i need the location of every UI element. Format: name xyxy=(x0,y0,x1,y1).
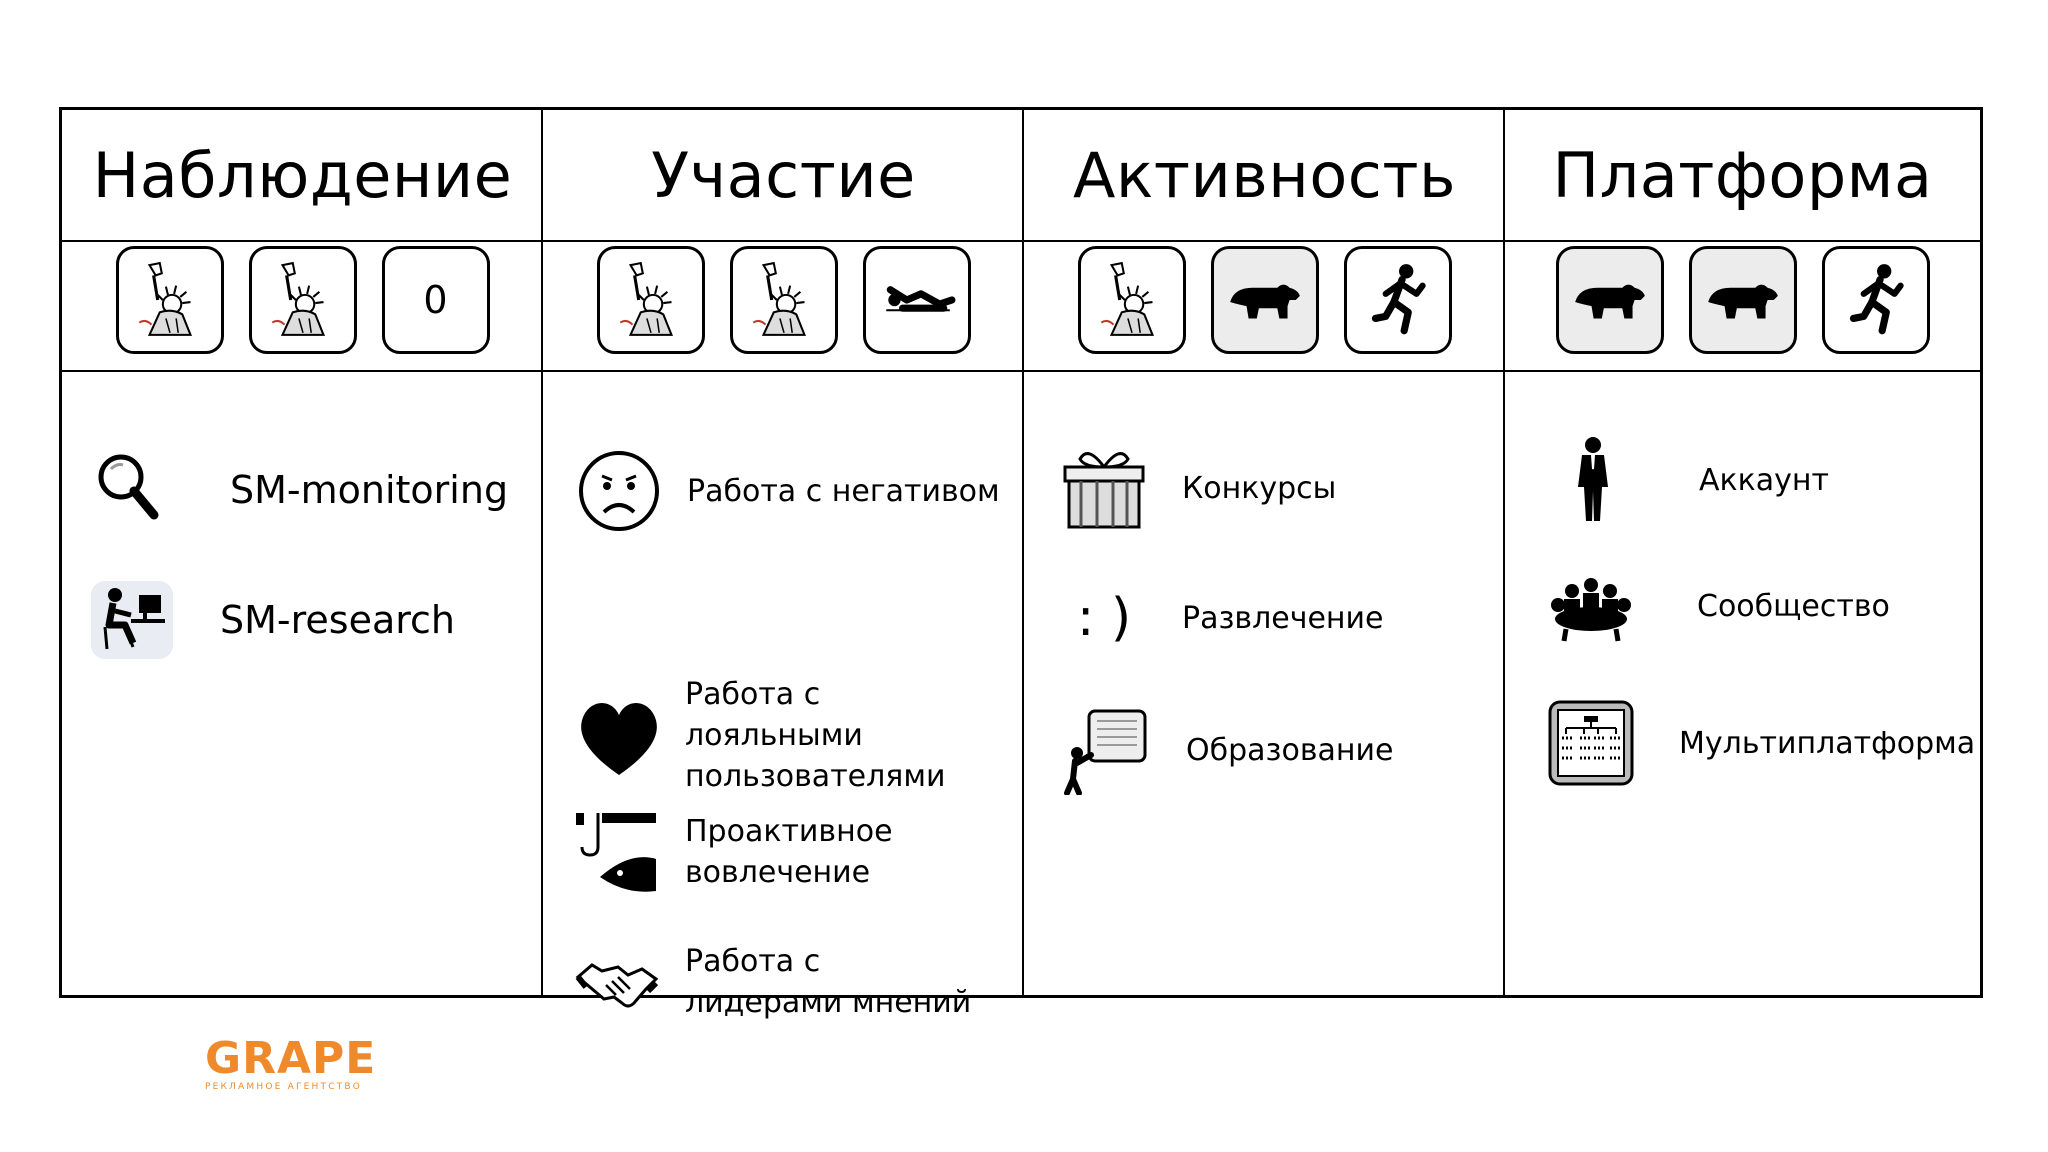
community-group-icon xyxy=(1543,558,1639,654)
item-label: SM-research xyxy=(220,597,456,642)
zero-badge-text: 0 xyxy=(423,278,448,322)
item-label: Работа с лидерами мнений xyxy=(685,944,972,1020)
runner-icon xyxy=(1821,246,1930,354)
row-divider xyxy=(62,240,1980,242)
column-platform: Платформа Аккаунт Сообщество Мультиплатф… xyxy=(1505,110,1980,995)
item-label: Развлечение xyxy=(1182,600,1384,636)
list-item: Работа с лояльными пользователями xyxy=(571,674,1005,797)
column-activity: Активность Конкурсы : ) Развлечение Обра… xyxy=(1024,110,1505,995)
list-item: Мультиплатформа xyxy=(1543,695,1975,791)
list-item: Проактивное вовлечение xyxy=(569,804,945,900)
item-label: Работа с негативом xyxy=(687,473,1000,509)
presentation-board-icon xyxy=(1058,702,1154,798)
runner-icon xyxy=(1343,246,1452,354)
column-divider xyxy=(1503,110,1505,995)
statue-of-liberty-icon xyxy=(596,246,705,354)
businessman-icon xyxy=(1545,432,1641,528)
statue-of-liberty-icon xyxy=(729,246,838,354)
level-icons-row xyxy=(543,246,1024,358)
column-observation: Наблюдение 0 SM-monitoring SM-research xyxy=(62,110,543,995)
row-divider xyxy=(62,370,1980,372)
item-label: Сообщество xyxy=(1697,588,1890,624)
item-label: SM-monitoring xyxy=(230,467,509,512)
statue-of-liberty-icon xyxy=(115,246,224,354)
list-item: Конкурсы xyxy=(1056,440,1336,536)
column-divider xyxy=(1022,110,1024,995)
list-item: Образование xyxy=(1058,702,1393,798)
list-item: : ) Развлечение xyxy=(1056,570,1384,666)
level-icons-row: 0 xyxy=(62,246,543,358)
column-divider xyxy=(541,110,543,995)
level-icons-row xyxy=(1024,246,1505,358)
statue-of-liberty-icon xyxy=(248,246,357,354)
item-label: Аккаунт xyxy=(1699,462,1829,498)
bear-icon xyxy=(1555,246,1664,354)
item-label: Конкурсы xyxy=(1182,470,1337,506)
item-label: Работа с лояльными пользователями xyxy=(685,677,946,794)
magnifier-icon xyxy=(84,442,180,538)
heart-icon xyxy=(571,688,667,784)
sad-face-icon xyxy=(571,443,667,539)
item-label: Проактивное вовлечение xyxy=(685,814,893,890)
list-item: SM-monitoring xyxy=(84,442,508,538)
gift-box-icon xyxy=(1056,440,1152,536)
item-label: Мультиплатформа xyxy=(1679,725,1976,761)
list-item: Аккаунт xyxy=(1545,432,1829,528)
column-participation: Участие Работа с негативом Работа с лоял… xyxy=(543,110,1024,1020)
column-title: Наблюдение xyxy=(92,138,513,212)
list-item: Работа с лидерами мнений xyxy=(569,934,985,1030)
smiley-text-icon: : ) xyxy=(1076,588,1132,648)
reclining-person-icon xyxy=(862,246,971,354)
bear-icon xyxy=(1688,246,1797,354)
grape-logo: GRAPE РЕКЛАМНОЕ АГЕНТСТВО xyxy=(205,1037,376,1093)
handshake-icon xyxy=(569,934,665,1030)
logo-name: GRAPE xyxy=(205,1033,377,1084)
stages-table: Наблюдение 0 SM-monitoring SM-research У… xyxy=(59,107,1983,1020)
org-chart-board-icon xyxy=(1543,695,1639,791)
list-item: Работа с негативом xyxy=(571,443,1000,539)
list-item: Сообщество xyxy=(1543,558,1890,654)
bear-icon xyxy=(1210,246,1319,354)
item-label: Образование xyxy=(1186,732,1394,768)
logo-tagline: РЕКЛАМНОЕ АГЕНТСТВО xyxy=(205,1082,363,1092)
list-item: SM-research xyxy=(84,572,455,668)
level-icons-row xyxy=(1505,246,1980,358)
researcher-at-computer-icon xyxy=(84,572,180,668)
zero-badge: 0 xyxy=(381,246,490,354)
column-title: Участие xyxy=(651,138,916,212)
fish-hook-icon xyxy=(569,804,665,900)
column-title: Активность xyxy=(1072,138,1457,212)
statue-of-liberty-icon xyxy=(1077,246,1186,354)
column-title: Платформа xyxy=(1552,138,1933,212)
